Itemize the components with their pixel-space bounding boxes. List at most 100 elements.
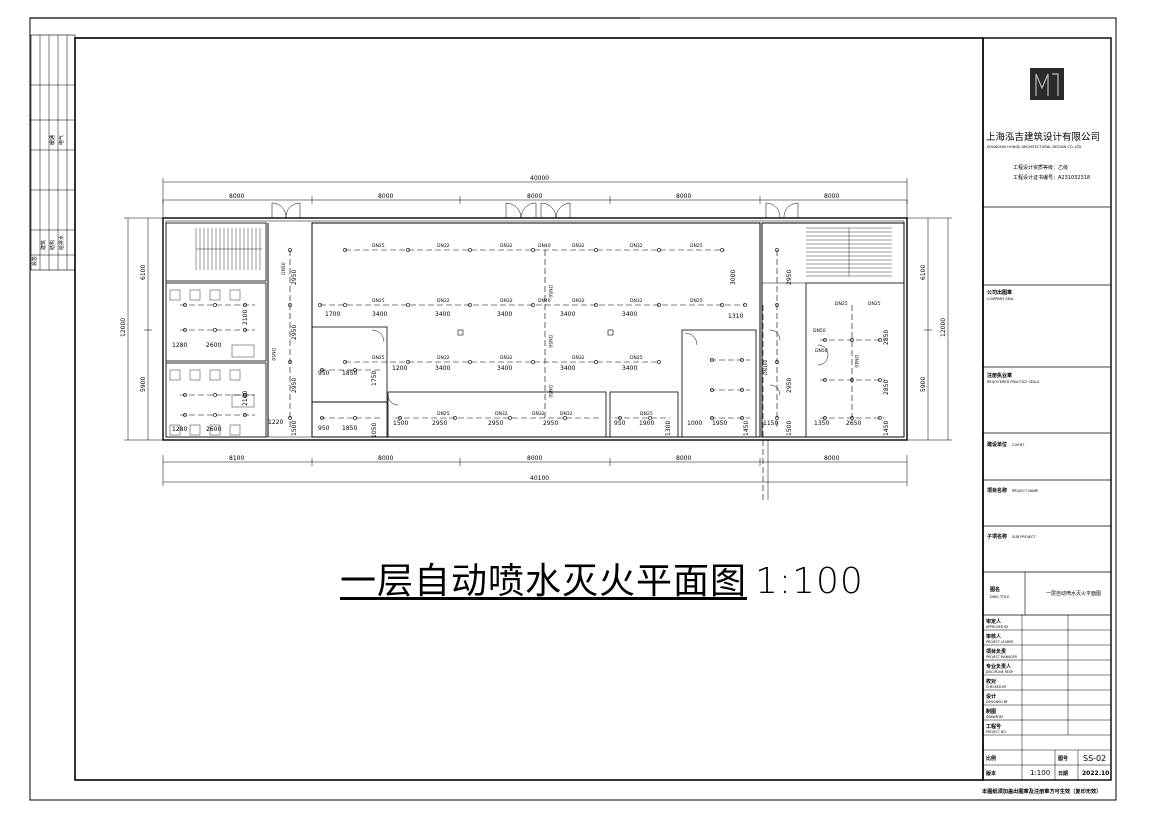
pipe-label: DN32 [572, 243, 585, 249]
sprinkler-head [213, 303, 217, 307]
footer-note: 本图纸须加盖出图章及注册章方可生效（复印无效） [982, 787, 1101, 795]
sprinkler-head [288, 360, 292, 364]
seg-label: 1900 [639, 420, 654, 427]
role-label-en: CHECKED BY [986, 685, 1006, 689]
sprinkler-head [850, 416, 854, 420]
pipe-label: DN40 [853, 355, 859, 368]
sprinkler-head [775, 416, 779, 420]
dwg-title-cn: 图名 [990, 586, 1000, 593]
title-block [982, 37, 1112, 781]
seg-label: 1750 [371, 371, 378, 386]
seg-label: 1350 [814, 420, 829, 427]
strip-label: 暖通 [49, 135, 56, 145]
pipe-label: DN32 [532, 411, 545, 417]
seg-label: 2100 [242, 310, 249, 325]
sprinkler-head [657, 360, 661, 364]
sprinkler-head [850, 378, 854, 382]
pipe-label: DN32 [560, 411, 573, 417]
pipe-label: DN32 [630, 243, 643, 249]
pipe-label: DN25 [630, 355, 643, 361]
dim-bottom: 8000 [824, 455, 839, 462]
sprinkler-head [823, 378, 827, 382]
sprinkler-head [720, 303, 724, 307]
sprinkler-head [740, 416, 744, 420]
sprinkler-head [563, 416, 567, 420]
seg-label: 3000 [730, 270, 737, 285]
dim-bottom: 8000 [378, 455, 393, 462]
sprinkler-head [343, 360, 347, 364]
sprinkler-head [213, 393, 217, 397]
sprinkler-head [775, 303, 779, 307]
sprinkler-head [288, 303, 292, 307]
pipe-label: DN50 [281, 262, 287, 275]
sprinkler-head [320, 416, 324, 420]
sprinkler-head [618, 416, 622, 420]
seg-label: 1310 [728, 313, 743, 320]
seg-label: 2950 [543, 420, 558, 427]
sprinkler-head [183, 413, 187, 417]
seg-label: 1950 [712, 420, 727, 427]
dim-bottom: 8000 [676, 455, 691, 462]
company-seal-cn: 公司出图章 [987, 289, 1012, 296]
sprinkler-head [213, 328, 217, 332]
sprinkler-head [468, 303, 472, 307]
sprinkler-head [657, 248, 661, 252]
seg-label: 3400 [622, 311, 637, 318]
sprinkler-head [468, 360, 472, 364]
scale-label: 比例 [986, 755, 996, 762]
sprinkler-head [531, 360, 535, 364]
pipe-label: DN32 [500, 298, 513, 304]
pipe-label: DN25 [437, 411, 450, 417]
sprinkler-head [343, 248, 347, 252]
seg-label: 3400 [372, 311, 387, 318]
role-label-cn: 工程号 [986, 723, 1001, 730]
sprinkler-pipes [180, 249, 885, 500]
dim-bottom: 8000 [527, 455, 542, 462]
dim-left: 5900 [140, 377, 147, 392]
seg-label: 2950 [488, 420, 503, 427]
sprinkler-heads [183, 248, 882, 420]
sprinkler-head [594, 248, 598, 252]
sprinkler-head [288, 248, 292, 252]
role-label-en: DRAWN BY [986, 715, 1003, 719]
seg-label: 1200 [392, 365, 407, 372]
sprinkler-head [183, 303, 187, 307]
client-cn: 建设单位 [986, 441, 1007, 448]
company-logo [1030, 68, 1064, 100]
sheet-outer-border [29, 17, 1117, 801]
sprinkler-head [710, 388, 714, 392]
pipe-label: DN25 [372, 243, 385, 249]
pipe-label: DN40 [538, 298, 551, 304]
sprinkler-head [398, 416, 402, 420]
seg-label: 1450 [883, 421, 890, 436]
seg-label: 1500 [786, 421, 793, 436]
seg-label: 2850 [883, 330, 890, 345]
pipe-label: DN25 [640, 411, 653, 417]
sprinkler-head [594, 303, 598, 307]
subproject-cn: 子项名称 [987, 533, 1007, 540]
strip-label: 建筑 [40, 240, 47, 250]
sprinkler-head [243, 413, 247, 417]
sprinkler-head [531, 303, 535, 307]
dim-top: 8000 [527, 193, 542, 200]
pipe-label: DN50 [547, 285, 553, 298]
sprinkler-head [878, 338, 882, 342]
scale-value: 1:100 [1030, 769, 1050, 777]
seg-label: 1700 [325, 311, 340, 318]
role-label-cn: 制图 [986, 708, 996, 715]
pipe-label: DN50 [547, 385, 553, 398]
role-label-en: APPROVED BY [986, 625, 1008, 629]
pipe-label: DN32 [437, 243, 450, 249]
seg-label: 950 [614, 420, 626, 427]
sprinkler-head [453, 416, 457, 420]
sheet-no-label: 图号 [1058, 755, 1068, 762]
pipe-label: DN32 [437, 355, 450, 361]
pipe-label: DN32 [500, 355, 513, 361]
seg-label: 3400 [560, 365, 575, 372]
pipe-label: DN100 [763, 359, 769, 375]
pipe-label: DN25 [372, 355, 385, 361]
sprinkler-head [320, 368, 324, 372]
company-name-cn: 上海泓吉建筑设计有限公司 [986, 131, 1100, 143]
sprinkler-head [878, 378, 882, 382]
